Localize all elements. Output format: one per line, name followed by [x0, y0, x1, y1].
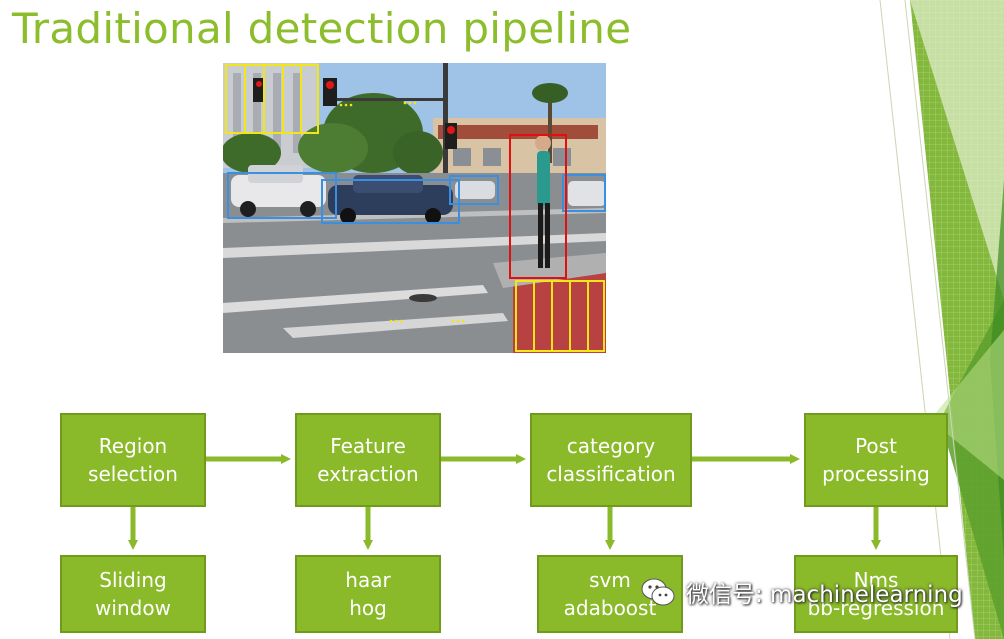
stage-label-line: selection [88, 462, 178, 486]
stage-label-line: Feature [330, 434, 406, 458]
stage-label-line: Post [855, 434, 897, 458]
wechat-icon [641, 578, 675, 606]
stage-label-line: classification [546, 462, 676, 486]
method-label-line: hog [349, 596, 387, 620]
stage-label-line: extraction [317, 462, 419, 486]
stage-label-line: Region [98, 434, 168, 458]
stage-post-processing: Post processing [804, 413, 948, 507]
method-label-line: Nms [853, 568, 899, 592]
method-label-line: adaboost [563, 596, 657, 620]
method-haar-hog: haar hog [295, 555, 441, 633]
stage-category-classification: category classification [530, 413, 692, 507]
watermark-text: 微信号: machinelearning [686, 582, 963, 608]
watermark: 微信号: machinelearning [638, 572, 963, 612]
method-label-line: svm [589, 568, 631, 592]
street-scene-image [223, 63, 606, 353]
method-label-line: Sliding [99, 568, 167, 592]
slide-title: Traditional detection pipeline [12, 4, 632, 53]
method-nms-bb-regression: Nms bb-regression [794, 555, 958, 633]
method-sliding-window: Sliding window [60, 555, 206, 633]
method-label-line: bb-regression [807, 596, 945, 620]
stage-feature-extraction: Feature extraction [295, 413, 441, 507]
stage-region-selection: Region selection [60, 413, 206, 507]
stage-label-line: category [566, 434, 656, 458]
method-label-line: window [95, 596, 171, 620]
method-label-line: haar [345, 568, 391, 592]
stage-label-line: processing [822, 462, 930, 486]
